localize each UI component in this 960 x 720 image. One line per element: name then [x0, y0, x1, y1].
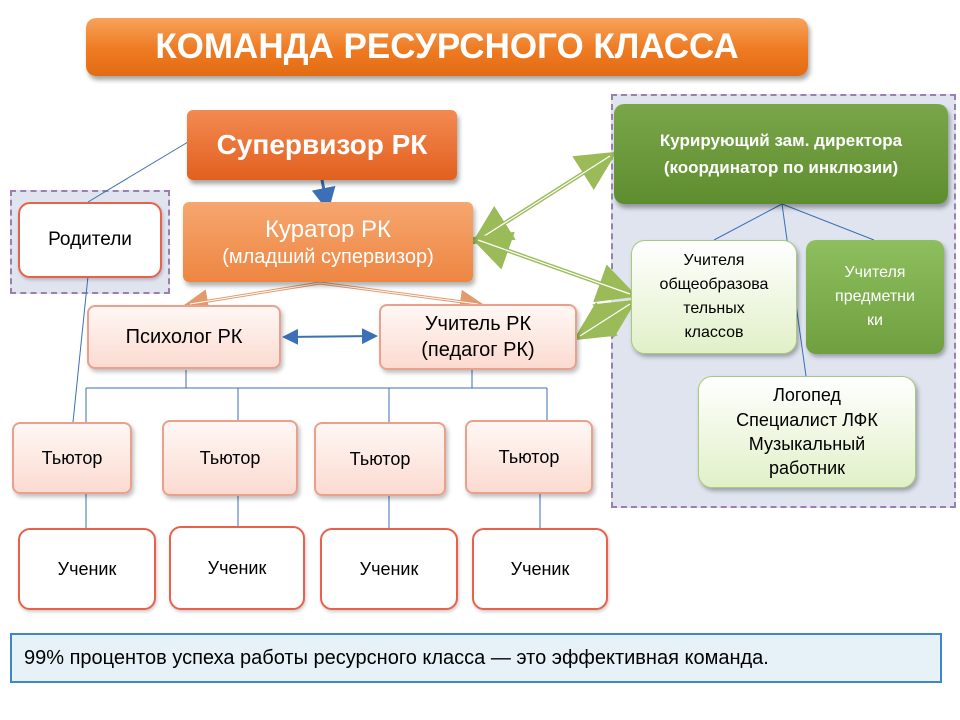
subject-teachers-line1: Учителя — [844, 264, 906, 281]
parents-tutor-line — [72, 275, 89, 423]
student-box-1: Ученик — [18, 528, 156, 610]
curator-title: Куратор РК — [265, 215, 391, 243]
tutor-box-3: Тьютор — [314, 422, 446, 496]
teacher-subtitle: (педагог РК) — [421, 339, 535, 361]
supervisor-box: Супервизор РК — [187, 110, 457, 180]
tutor-label: Тьютор — [349, 448, 411, 469]
subject-teachers-line2: предметни — [835, 288, 915, 305]
student-label: Ученик — [359, 558, 419, 579]
psychologist-box: Психолог РК — [87, 305, 281, 369]
general-teachers-line3: тельных — [683, 300, 745, 317]
deputy-director-box: Курирующий зам. директора (координатор п… — [614, 104, 948, 204]
student-label: Ученик — [207, 557, 267, 578]
tutor-box-2: Тьютор — [162, 420, 298, 496]
supervisor-parents-line — [87, 141, 189, 203]
deputy-title: Курирующий зам. директора — [659, 130, 903, 150]
subject-teachers-line3: ки — [867, 312, 883, 329]
general-teachers-box: Учителя общеобразова тельных классов — [631, 240, 797, 354]
student-label: Ученик — [57, 558, 117, 579]
parents-box: Родители — [18, 202, 162, 278]
subject-teachers-box: Учителя предметни ки — [806, 240, 944, 354]
deputy-subtitle: (координатор по инклюзии) — [663, 158, 899, 177]
deputy-subject-line — [781, 203, 875, 241]
specialists-line2: Специалист ЛФК — [736, 409, 878, 430]
general-teachers-line2: общеобразова — [659, 276, 769, 293]
footer-text: 99% процентов успеха работы ресурсного к… — [24, 646, 769, 669]
psychologist-label: Психолог РК — [125, 325, 243, 348]
general-teachers-line4: классов — [684, 324, 744, 341]
specialists-line3: Музыкальный — [748, 434, 866, 454]
specialists-line4: работник — [768, 458, 846, 479]
curator-box: Куратор РК (младший супервизор) — [183, 202, 473, 282]
tutor-label: Тьютор — [498, 446, 560, 467]
tutor-label: Тьютор — [41, 447, 103, 468]
teacher-title: Учитель РК — [424, 313, 532, 335]
specialists-line1: Логопед — [773, 385, 841, 406]
student-box-3: Ученик — [320, 528, 458, 610]
tutor-label: Тьютор — [199, 447, 261, 468]
specialists-box: Логопед Специалист ЛФК Музыкальный работ… — [698, 376, 916, 488]
page-title: КОМАНДА РЕСУРСНОГО КЛАССА — [86, 18, 808, 76]
curator-subtitle: (младший супервизор) — [222, 245, 434, 268]
footer-note: 99% процентов успеха работы ресурсного к… — [10, 633, 942, 683]
parents-label: Родители — [48, 229, 132, 250]
tutor-box-4: Тьютор — [465, 420, 593, 494]
teacher-box: Учитель РК (педагог РК) — [379, 304, 577, 370]
tutor-box-1: Тьютор — [12, 422, 132, 494]
general-teachers-line1: Учителя — [683, 252, 745, 269]
supervisor-curator-arrow — [311, 179, 336, 212]
psychologist-teacher-arrow — [282, 328, 378, 345]
deputy-general-line — [713, 203, 783, 241]
student-box-2: Ученик — [169, 526, 305, 610]
student-box-4: Ученик — [472, 528, 608, 610]
student-label: Ученик — [510, 558, 570, 579]
